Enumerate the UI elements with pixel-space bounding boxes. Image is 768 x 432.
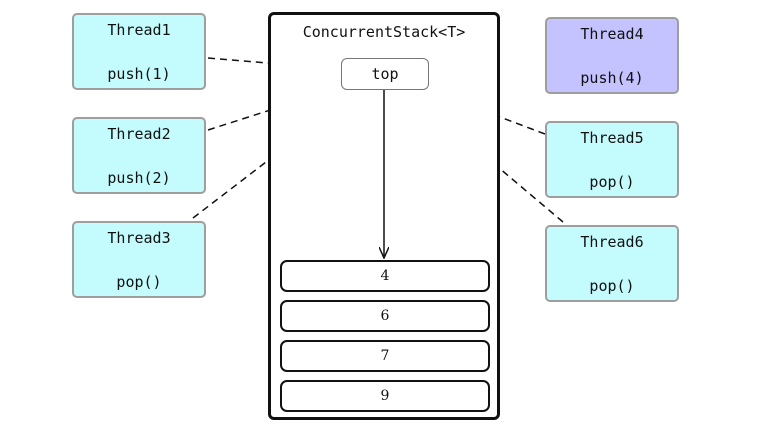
thread-operation: pop() [589, 172, 635, 191]
thread-name: Thread6 [580, 232, 644, 251]
thread5-box: Thread5 pop() [545, 121, 679, 198]
thread2-box: Thread2 push(2) [72, 117, 206, 194]
thread-name: Thread5 [580, 128, 644, 147]
thread-name: Thread3 [107, 228, 171, 247]
thread4-box: Thread4 push(4) [545, 17, 679, 94]
thread-operation: push(4) [580, 68, 644, 87]
thread-operation: push(1) [107, 64, 171, 83]
thread-name: Thread1 [107, 20, 171, 39]
stack-item: 7 [280, 340, 490, 372]
thread-operation: push(2) [107, 168, 171, 187]
top-arrow-layer [268, 90, 500, 420]
thread-name: Thread2 [107, 124, 171, 143]
stack-item: 6 [280, 300, 490, 332]
top-pointer-box: top [341, 58, 429, 90]
thread1-box: Thread1 push(1) [72, 13, 206, 90]
stack-item-value: 6 [380, 308, 390, 324]
stack-item: 9 [280, 380, 490, 412]
stack-item-value: 7 [380, 348, 390, 364]
top-label: top [371, 65, 399, 83]
stack-item: 4 [280, 260, 490, 292]
concurrent-stack-container: ConcurrentStack<T> top 4 6 7 9 [268, 12, 500, 420]
thread-operation: pop() [116, 272, 162, 291]
thread6-box: Thread6 pop() [545, 225, 679, 302]
stack-item-value: 9 [380, 388, 390, 404]
thread3-box: Thread3 pop() [72, 221, 206, 298]
thread-name: Thread4 [580, 24, 644, 43]
thread-operation: pop() [589, 276, 635, 295]
stack-item-value: 4 [380, 268, 390, 284]
stack-title: ConcurrentStack<T> [302, 23, 466, 41]
